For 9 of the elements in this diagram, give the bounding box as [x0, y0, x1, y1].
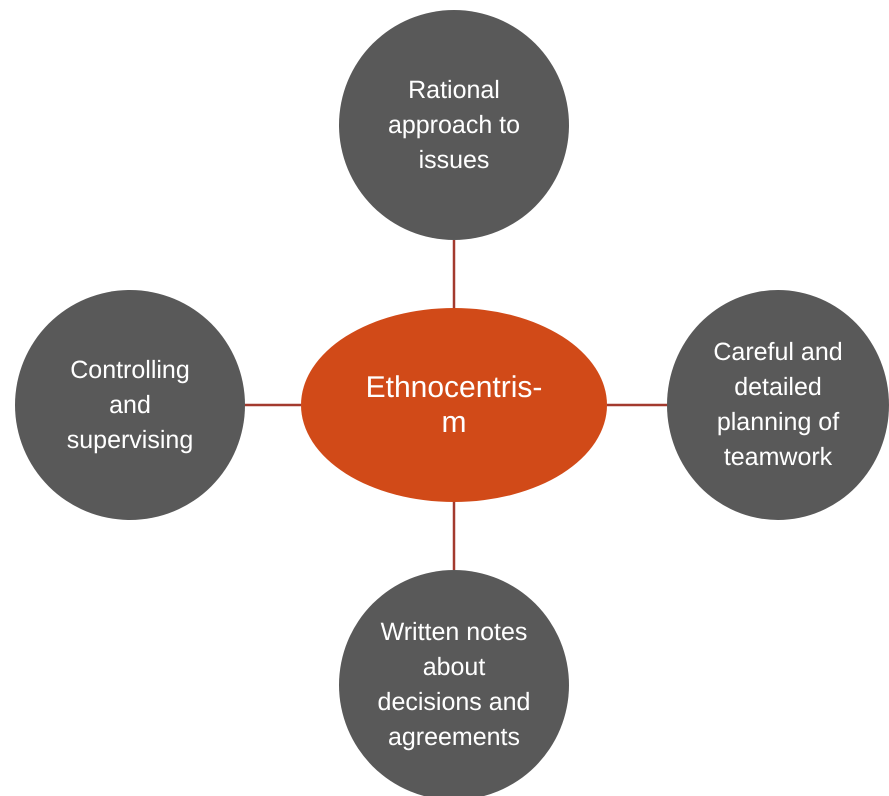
- connector-line: [452, 240, 456, 308]
- node-label: Controlling and supervising: [66, 354, 194, 456]
- node-label: Careful and detailed planning of teamwork: [712, 337, 844, 473]
- node-label: Ethnocentris- m: [364, 370, 544, 440]
- connector-line: [452, 502, 456, 570]
- node-label: Written notes about decisions and agreements: [376, 617, 532, 753]
- connector-line: [607, 404, 667, 406]
- connector-line: [245, 404, 301, 406]
- node-label: Rational approach to issues: [386, 74, 522, 176]
